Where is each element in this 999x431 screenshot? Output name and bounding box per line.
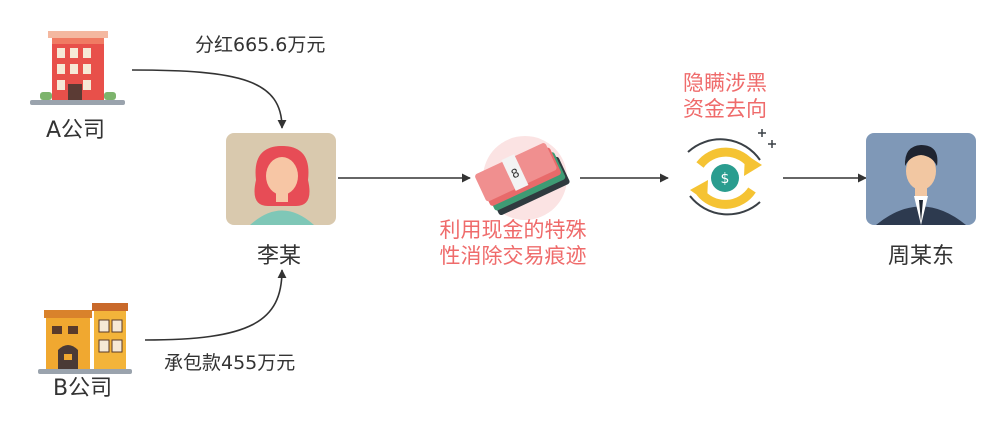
company-b-label: B公司	[53, 376, 113, 401]
cash-note-line1: 利用现金的特殊	[439, 218, 587, 242]
building-b-icon	[38, 303, 132, 374]
cash-note-line2: 性消除交易痕迹	[439, 244, 587, 269]
edge-a-to-li	[131, 69, 287, 129]
money-cycle-icon: $	[687, 129, 776, 216]
edge-a-label: 分红665.6万元	[195, 34, 326, 56]
cycle-note: 隐瞒涉黑 资金去向	[660, 70, 790, 123]
cash-note: 利用现金的特殊 性消除交易痕迹	[418, 217, 608, 270]
edge-b-label: 承包款455万元	[164, 352, 296, 374]
svg-text:$: $	[721, 171, 730, 187]
cash-bundle-icon: 8	[475, 136, 570, 220]
edge-b-to-li	[144, 269, 287, 341]
woman-avatar-icon	[226, 133, 336, 225]
building-a-icon	[30, 31, 125, 105]
li-label: 李某	[257, 244, 302, 269]
zhou-label: 周某东	[888, 244, 955, 269]
cycle-note-line1: 隐瞒涉黑	[683, 71, 767, 95]
cycle-note-line2: 资金去向	[683, 97, 767, 122]
company-a-label: A公司	[46, 118, 106, 143]
man-avatar-icon	[866, 133, 976, 225]
